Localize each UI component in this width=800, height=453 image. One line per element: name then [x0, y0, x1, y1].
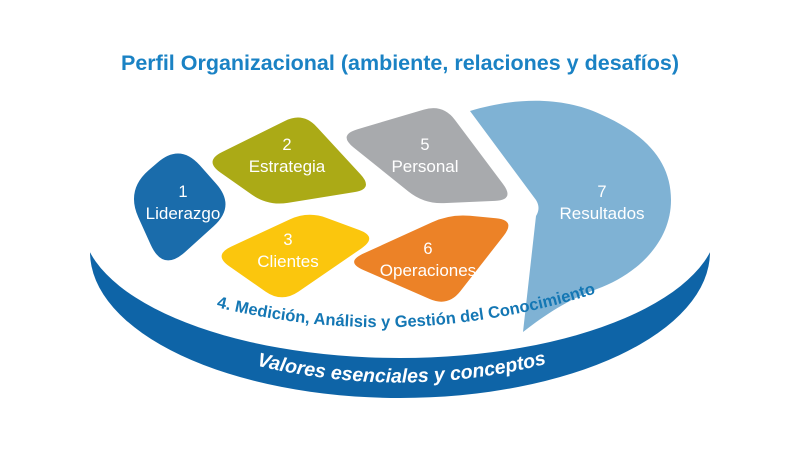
liderazgo-label: Liderazgo: [146, 204, 221, 223]
operaciones-label: Operaciones: [380, 261, 476, 280]
clientes-label: Clientes: [257, 252, 318, 271]
shape-resultados: [470, 100, 671, 332]
resultados-label: Resultados: [559, 204, 644, 223]
operaciones-number: 6: [423, 240, 432, 258]
shape-clientes: [221, 214, 370, 298]
liderazgo-number: 1: [178, 183, 187, 201]
shape-operaciones: [354, 215, 509, 302]
shape-estrategia: [212, 117, 366, 204]
estrategia-label: Estrategia: [249, 157, 326, 176]
personal-label: Personal: [391, 157, 458, 176]
diagram-title: Perfil Organizacional (ambiente, relacio…: [121, 51, 679, 75]
personal-number: 5: [420, 136, 429, 154]
resultados-number: 7: [597, 183, 606, 201]
clientes-number: 3: [283, 231, 292, 249]
estrategia-number: 2: [282, 136, 291, 154]
shape-liderazgo: [133, 153, 226, 261]
shape-personal: [346, 108, 508, 204]
